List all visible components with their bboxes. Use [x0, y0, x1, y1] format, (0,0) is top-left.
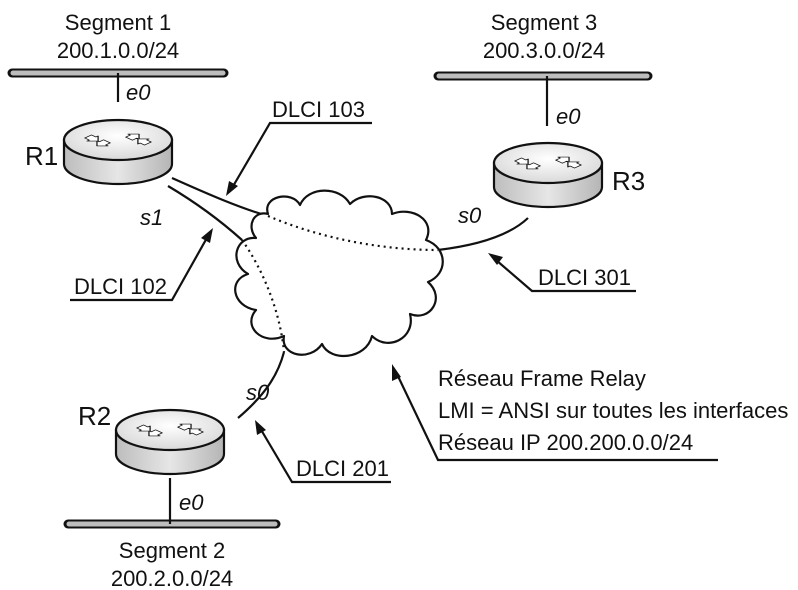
dlci-301-callout [495, 259, 636, 293]
r1-serial-label: s1 [140, 205, 163, 230]
router-r1-icon [62, 118, 174, 186]
r2-serial-label: s0 [246, 380, 270, 405]
dlci-102-callout [70, 235, 209, 302]
dlci-301-arrowhead [488, 253, 503, 265]
segment-2-name: Segment 2 [119, 538, 225, 563]
dlci-301-label: DLCI 301 [538, 265, 631, 290]
frame-relay-cloud [234, 189, 444, 358]
network-info-arrowhead [392, 364, 401, 381]
r2-e0-label: e0 [179, 490, 204, 515]
router-r2-icon [114, 408, 226, 476]
network-info-line-2: LMI = ANSI sur toutes les interfaces [438, 398, 788, 423]
segment-2-network: 200.2.0.0/24 [111, 566, 233, 590]
router-r1-label: R1 [25, 141, 58, 171]
r1-cloud-link-lower [167, 185, 243, 241]
dlci-201-arrowhead [255, 420, 266, 435]
r3-e0-label: e0 [556, 104, 581, 129]
r3-serial-label: s0 [458, 203, 482, 228]
network-info-line-3: Réseau IP 200.200.0.0/24 [438, 430, 693, 455]
router-r3-icon [492, 141, 604, 209]
dlci-201-callout [259, 427, 391, 484]
dlci-102-label: DLCI 102 [74, 274, 167, 299]
dlci-103-callout [231, 121, 372, 189]
segment-3-name: Segment 3 [491, 10, 597, 35]
router-r2-label: R2 [78, 401, 111, 431]
r1-e0-label: e0 [126, 80, 151, 105]
dlci-103-label: DLCI 103 [272, 97, 365, 122]
network-info-line-1: Réseau Frame Relay [438, 366, 646, 391]
dlci-102-arrowhead [201, 228, 213, 243]
segment-1-network: 200.1.0.0/24 [57, 38, 179, 63]
dlci-201-label: DLCI 201 [296, 456, 389, 481]
r2-cloud-link [237, 351, 286, 419]
segment-3-network: 200.3.0.0/24 [483, 38, 605, 63]
dlci-103-arrowhead [226, 181, 238, 196]
segment-1-name: Segment 1 [65, 10, 171, 35]
network-info-callout [395, 371, 718, 462]
r3-cloud-link [437, 217, 529, 252]
router-r3-label: R3 [612, 166, 645, 196]
